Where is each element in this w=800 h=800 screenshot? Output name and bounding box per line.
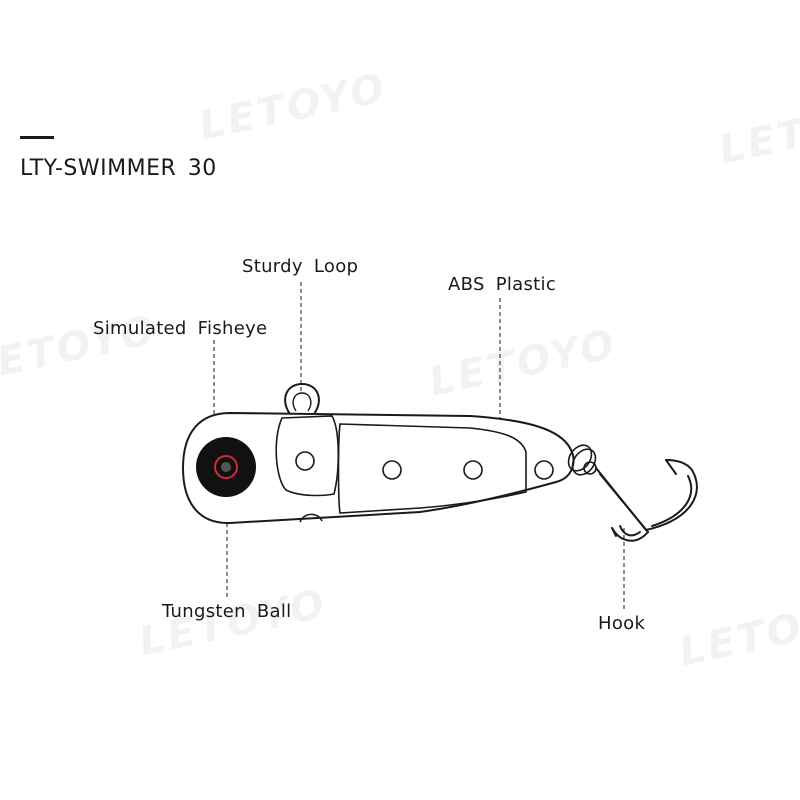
body-hole — [534, 460, 554, 480]
body-hole — [463, 460, 483, 480]
bottom-tab — [299, 513, 323, 523]
head-plate — [275, 415, 340, 497]
callout-sturdy-loop: Sturdy Loop — [242, 256, 359, 277]
callout-hook: Hook — [598, 613, 646, 634]
simulated-fisheye — [214, 455, 238, 479]
callout-simulated-fisheye: Simulated Fisheye — [93, 318, 268, 339]
abs-plastic-panel — [337, 423, 527, 514]
treble-hook — [595, 459, 698, 542]
body-hole — [295, 451, 315, 471]
callout-abs-plastic: ABS Plastic — [448, 274, 557, 295]
body-hole — [382, 460, 402, 480]
product-title: LTY-SWIMMER 30 — [20, 156, 217, 181]
split-ring — [567, 444, 597, 476]
sturdy-loop — [284, 382, 320, 415]
title-accent-bar — [20, 136, 54, 139]
callout-tungsten-ball: Tungsten Ball — [162, 601, 292, 622]
